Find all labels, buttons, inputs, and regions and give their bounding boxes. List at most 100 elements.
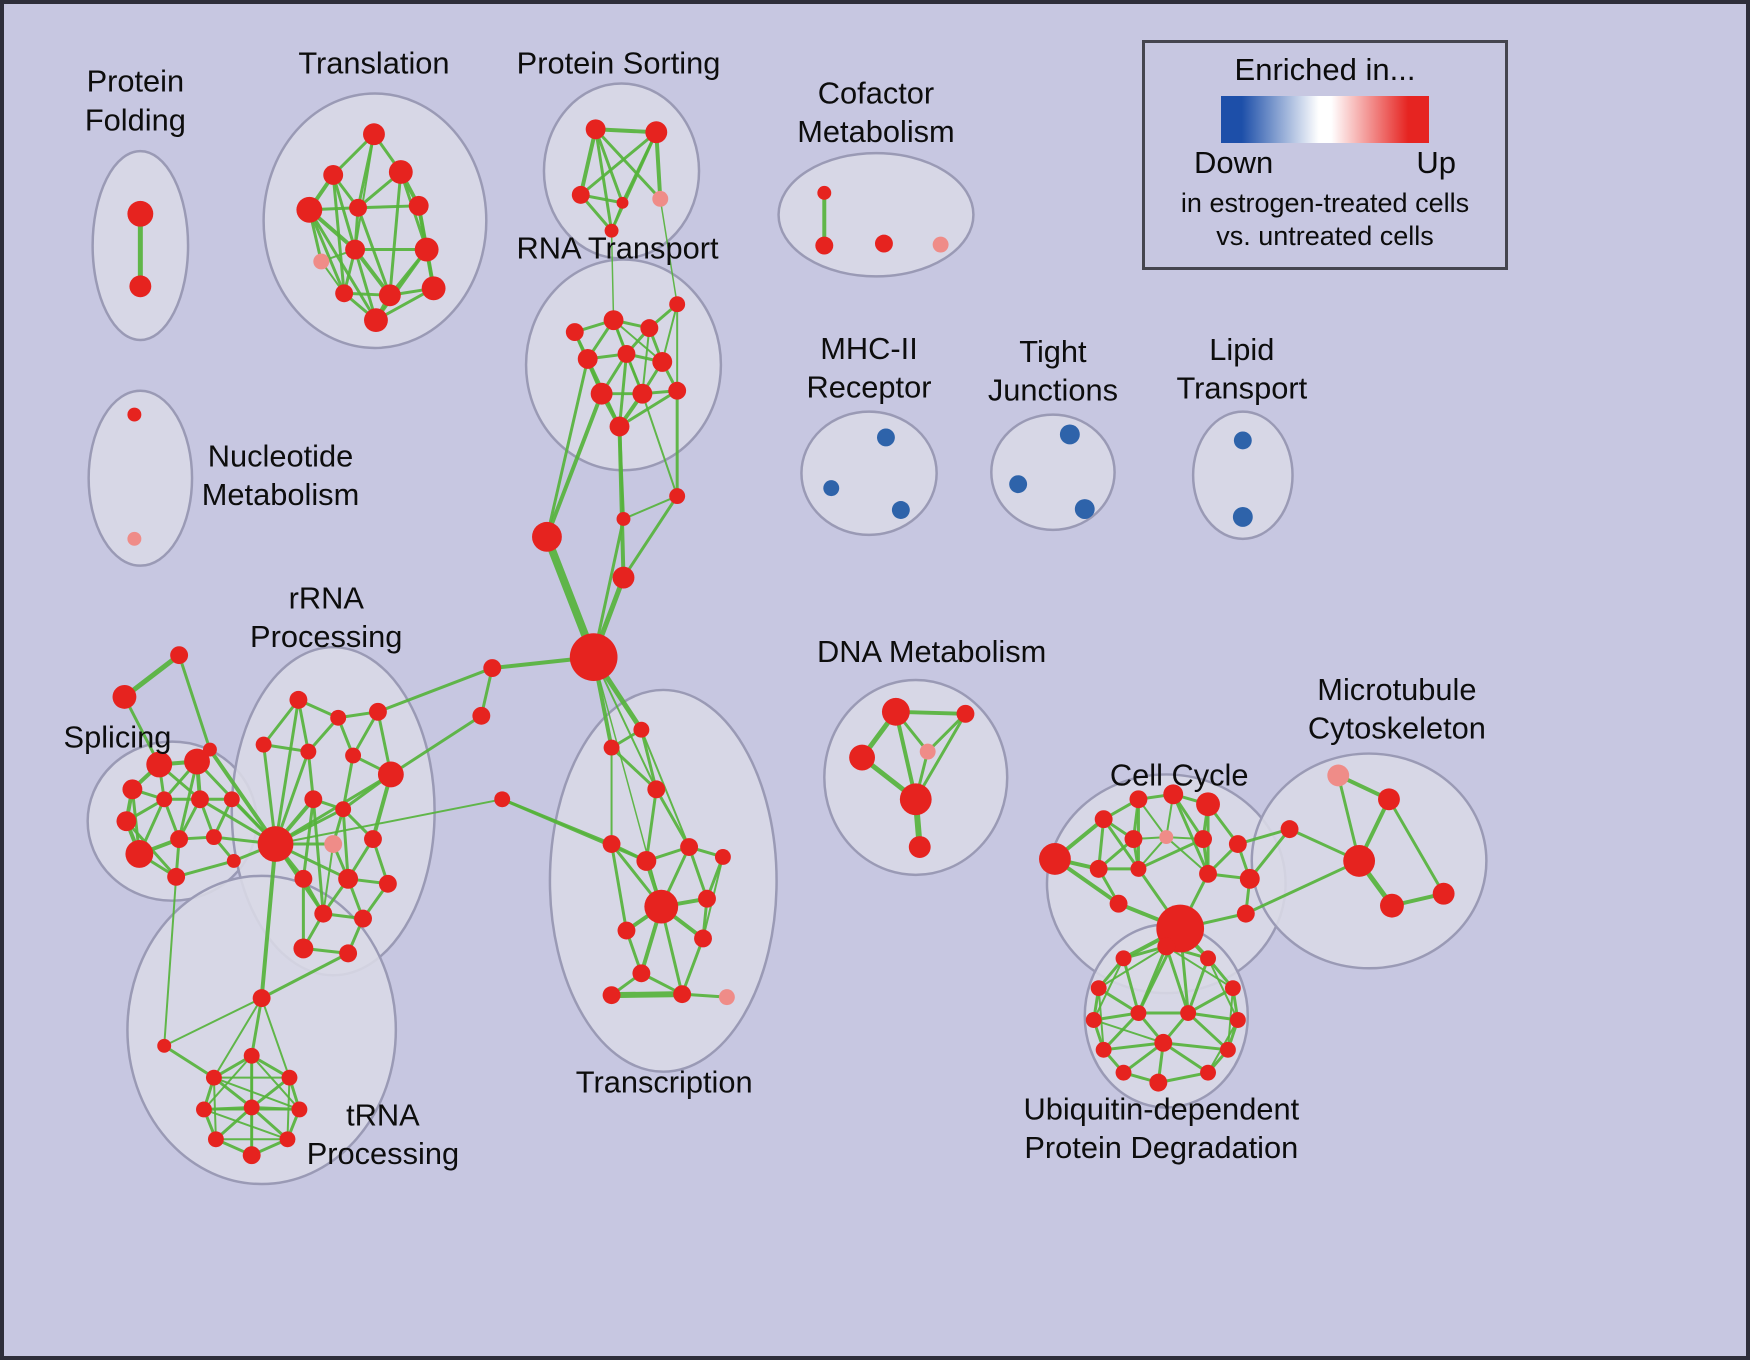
network-node: [694, 929, 712, 948]
cluster-label-nucleotide-metabolism: Metabolism: [202, 477, 359, 512]
network-edge: [579, 130, 658, 197]
network-node: [388, 160, 413, 184]
network-edge: [262, 698, 300, 747]
network-edge: [610, 842, 628, 933]
network-node: [127, 407, 142, 422]
network-node: [338, 868, 359, 889]
network-node: [304, 790, 323, 809]
network-node: [363, 123, 385, 146]
network-node: [1229, 1012, 1246, 1028]
network-node: [875, 234, 893, 253]
network-node: [609, 416, 630, 437]
network-node: [125, 840, 154, 868]
network-edge: [1207, 957, 1239, 1021]
network-node: [313, 253, 330, 270]
network-edge: [1236, 827, 1292, 846]
cluster-ellipse-mhc-ii-receptor: [800, 410, 938, 537]
network-edge: [389, 714, 483, 776]
network-edge: [212, 997, 263, 1079]
network-node: [255, 736, 272, 753]
network-edge: [212, 1076, 301, 1111]
network-node: [494, 791, 511, 808]
network-edge: [250, 996, 264, 1058]
network-edge: [376, 666, 494, 714]
network-node: [698, 889, 716, 908]
cluster-label-microtubule-cytoskeleton: Microtubule: [1317, 672, 1476, 707]
network-edge: [214, 1105, 254, 1141]
cluster-label-microtubule-cytoskeleton: Cytoskeleton: [1308, 711, 1486, 746]
network-edge: [659, 198, 678, 305]
cluster-label-protein-folding: Protein: [87, 63, 185, 98]
cluster-label-tight-junctions: Junctions: [988, 373, 1118, 408]
network-edge: [618, 352, 628, 428]
network-edge: [1161, 1041, 1210, 1075]
network-node: [1115, 1064, 1132, 1081]
network-node: [1109, 894, 1128, 913]
network-node: [602, 986, 621, 1005]
network-node: [669, 488, 686, 505]
network-edge: [250, 1105, 289, 1141]
network-node: [876, 428, 895, 447]
network-edge: [202, 1108, 289, 1141]
cluster-label-splicing: Splicing: [64, 720, 172, 755]
network-node: [1085, 1012, 1102, 1028]
network-edge: [250, 1054, 301, 1111]
cluster-ellipse-cofactor-metabolism: [777, 151, 975, 278]
network-node: [919, 743, 936, 760]
network-node: [281, 1069, 298, 1086]
network-node: [1194, 830, 1213, 849]
network-node: [330, 709, 347, 726]
network-node: [289, 690, 308, 709]
network-node: [1129, 790, 1148, 809]
network-node: [170, 646, 189, 665]
network-node: [647, 780, 666, 799]
network-edge: [610, 746, 658, 791]
network-node: [1130, 860, 1147, 877]
network-node: [291, 1101, 308, 1118]
cluster-label-dna-metabolism: DNA Metabolism: [817, 634, 1046, 669]
network-node: [345, 747, 362, 764]
network-node: [718, 989, 735, 1006]
network-edge: [680, 936, 705, 996]
network-edge: [274, 772, 393, 846]
network-edge: [545, 357, 590, 539]
network-edge: [274, 798, 504, 846]
network-edge: [1186, 1011, 1230, 1052]
network-node: [207, 1131, 224, 1148]
network-node: [156, 791, 173, 808]
network-node: [345, 239, 366, 260]
cluster-ellipse-dna-metabolism: [823, 678, 1009, 877]
network-edge: [341, 754, 355, 811]
cluster-label-trna-processing: Processing: [307, 1136, 459, 1171]
network-node: [157, 1038, 172, 1053]
network-edge: [644, 787, 658, 863]
cluster-ellipse-trna-processing: [126, 874, 398, 1186]
network-node: [590, 382, 613, 405]
network-node: [243, 1099, 260, 1116]
network-node: [1124, 830, 1143, 849]
network-node: [645, 121, 668, 144]
network-edge: [1092, 957, 1125, 1021]
network-node: [196, 1101, 212, 1118]
network-node: [349, 198, 368, 217]
network-node: [129, 275, 152, 298]
cluster-label-rna-transport: RNA Transport: [517, 230, 719, 265]
network-edge: [1186, 956, 1210, 1015]
network-node: [364, 308, 388, 333]
network-node: [257, 826, 294, 862]
network-node: [1130, 1005, 1147, 1021]
network-node: [633, 721, 650, 738]
network-node: [146, 751, 173, 778]
network-node: [1159, 830, 1174, 845]
cluster-label-rrna-processing: Processing: [250, 619, 402, 654]
network-edge: [641, 392, 679, 498]
network-node: [354, 909, 372, 928]
cluster-label-cofactor-metabolism: Cofactor: [818, 75, 934, 110]
network-node: [617, 344, 636, 363]
network-edge: [353, 248, 378, 322]
network-node: [294, 869, 313, 888]
network-node: [714, 849, 731, 865]
network-node: [242, 1146, 261, 1165]
network-node: [603, 739, 620, 756]
